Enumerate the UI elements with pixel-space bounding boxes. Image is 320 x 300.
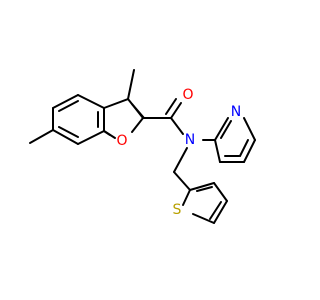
bond	[243, 117, 256, 141]
amide-nitrogen-label: N	[185, 132, 195, 148]
furan-oxygen-label: O	[116, 133, 127, 149]
atom-labels: O N O N S	[116, 87, 241, 218]
bond	[52, 129, 79, 145]
bond	[213, 182, 228, 202]
bond	[196, 186, 213, 192]
thiophene-sulfur-label: S	[173, 202, 182, 218]
bond	[213, 200, 228, 224]
bond	[131, 117, 144, 133]
pyridine-nitrogen-label: N	[231, 104, 241, 120]
bond	[173, 171, 191, 191]
bond	[182, 189, 191, 206]
carbonyl-oxygen-label: O	[182, 87, 193, 103]
bond	[52, 94, 79, 109]
molecule-canvas: O N O N S	[29, 69, 256, 224]
bond	[214, 117, 229, 141]
bond	[209, 201, 222, 220]
bond	[170, 102, 182, 119]
bond	[58, 126, 79, 138]
bond	[103, 130, 111, 136]
bond	[189, 182, 215, 191]
bond	[131, 103, 145, 119]
bond-layer	[29, 69, 256, 224]
bond	[173, 147, 188, 173]
bond	[103, 98, 129, 109]
bond	[239, 139, 249, 157]
bond	[29, 129, 54, 144]
bond	[77, 94, 105, 109]
molecule-structure: O N O N S	[29, 69, 256, 224]
bond	[243, 139, 256, 163]
bond	[165, 98, 177, 115]
bond	[192, 213, 215, 224]
bond	[58, 100, 79, 112]
bond	[170, 117, 184, 135]
bond	[220, 120, 232, 139]
bond	[77, 130, 105, 145]
bond	[127, 69, 135, 100]
bond	[214, 139, 221, 163]
